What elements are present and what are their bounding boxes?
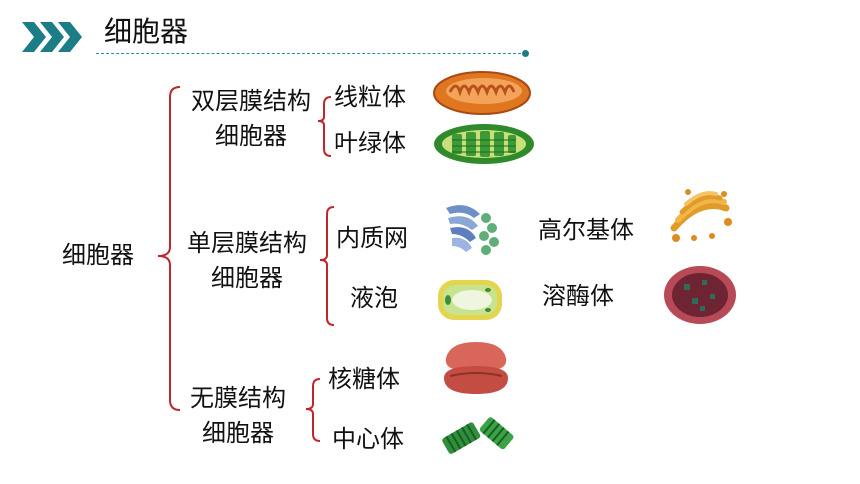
- group-single-membrane-line2: 细胞器: [211, 264, 283, 292]
- group-single-membrane-line1: 单层膜结构: [187, 229, 307, 257]
- root-label: 细胞器: [62, 241, 134, 269]
- main-brace: [157, 86, 181, 411]
- group-double-membrane-line1: 双层膜结构: [191, 87, 311, 115]
- triple-chevron-icon: [22, 22, 82, 52]
- item-lysosome: 溶酶体: [542, 282, 614, 310]
- brace-double-membrane: [317, 96, 332, 157]
- brace-single-membrane: [319, 206, 335, 326]
- brace-no-membrane: [305, 378, 321, 442]
- golgi-apparatus-icon: [670, 189, 732, 242]
- chloroplast-icon: [434, 124, 534, 164]
- item-centrosome: 中心体: [332, 425, 404, 453]
- header-divider: [96, 53, 526, 54]
- group-no-membrane-line2: 细胞器: [202, 419, 274, 447]
- group-double-membrane-line2: 细胞器: [215, 122, 287, 150]
- group-no-membrane-line1: 无膜结构: [190, 384, 286, 412]
- endoplasmic-reticulum-icon: [446, 205, 499, 255]
- ribosome-icon: [444, 342, 508, 394]
- item-endoplasmic-reticulum: 内质网: [336, 224, 408, 252]
- item-mitochondrion: 线粒体: [334, 83, 406, 111]
- item-golgi-apparatus: 高尔基体: [538, 216, 634, 244]
- item-vacuole: 液泡: [350, 284, 398, 312]
- header-divider-dot: [522, 50, 529, 57]
- item-chloroplast: 叶绿体: [334, 129, 406, 157]
- item-ribosome: 核糖体: [328, 365, 400, 393]
- mitochondrion-icon: [433, 71, 531, 115]
- page-title: 细胞器: [104, 15, 189, 48]
- lysosome-icon: [664, 266, 736, 324]
- centrosome-icon: [442, 417, 514, 454]
- vacuole-icon: [438, 280, 502, 320]
